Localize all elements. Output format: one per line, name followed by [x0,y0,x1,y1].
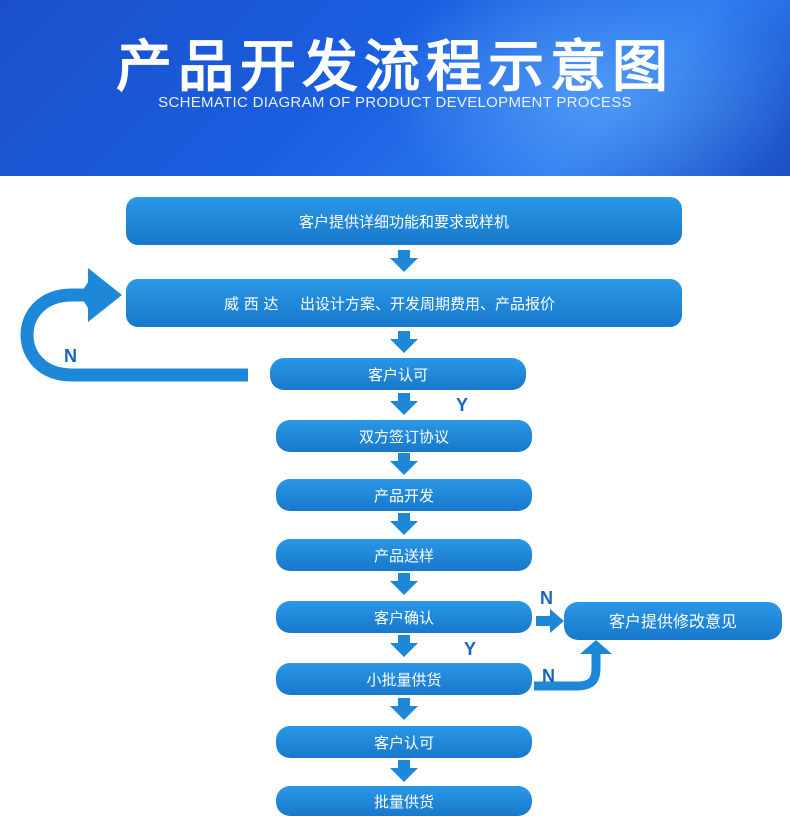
header-banner: 产品开发流程示意图 SCHEMATIC DIAGRAM OF PRODUCT D… [0,0,790,176]
down-arrow-4 [390,453,418,475]
step-text-10: 批量供货 [374,793,434,811]
down-arrow-3 [390,393,418,415]
header-glow [380,0,790,176]
label-y-1: Y [456,395,468,415]
step-text-2: 出设计方案、开发周期费用、产品报价 [300,295,555,313]
step-text-4: 双方签订协议 [359,428,449,446]
down-arrows [390,250,418,782]
down-arrow-5 [390,513,418,535]
step-text-2-company: 威 西 达 [224,295,279,313]
step-box-1: 客户提供详细功能和要求或样机 [126,197,682,245]
step-text-7: 客户确认 [374,609,434,627]
label-n-loop: N [64,346,77,366]
step-box-8: 小批量供货 [276,663,532,695]
right-arrow-feedback [536,609,564,633]
page-subtitle: SCHEMATIC DIAGRAM OF PRODUCT DEVELOPMENT… [158,94,632,111]
side-box-feedback: 客户提供修改意见 [564,602,782,640]
loop-back-arrow [20,268,248,382]
down-arrow-9 [390,760,418,782]
step-box-3: 客户认可 [270,358,526,390]
down-arrow-1 [390,250,418,272]
step-text-1: 客户提供详细功能和要求或样机 [299,213,509,231]
page-title: 产品开发流程示意图 [116,35,674,100]
step-text-8: 小批量供货 [366,671,441,689]
label-y-2: Y [464,639,476,659]
step-text-9: 客户认可 [374,734,434,752]
step-box-5: 产品开发 [276,479,532,511]
step-text-3: 客户认可 [368,366,428,384]
step-box-4: 双方签订协议 [276,420,532,452]
down-arrow-2 [390,331,418,353]
step-box-9: 客户认可 [276,726,532,758]
label-n-confirm: N [540,588,553,608]
step-box-10: 批量供货 [276,786,532,816]
down-arrow-7 [390,635,418,657]
label-n-small-batch: N [542,666,555,686]
step-text-6: 产品送样 [374,547,434,565]
step-text-5: 产品开发 [374,487,434,505]
down-arrow-8 [390,698,418,720]
up-arrow-feedback [534,640,612,691]
down-arrow-6 [390,573,418,595]
step-box-6: 产品送样 [276,539,532,571]
step-box-2: 威 西 达 出设计方案、开发周期费用、产品报价 [126,279,682,327]
side-text-feedback: 客户提供修改意见 [609,612,737,631]
step-box-7: 客户确认 [276,601,532,633]
